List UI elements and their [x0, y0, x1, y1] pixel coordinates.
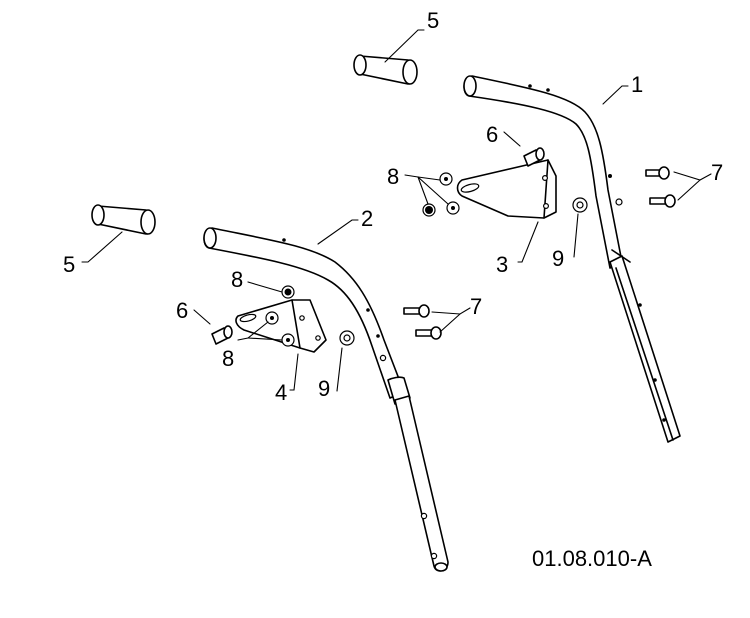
callout-3: 3	[496, 252, 508, 277]
callout-9-right: 9	[552, 246, 564, 271]
bolt-left-lower	[415, 326, 442, 340]
callout-1: 1	[631, 72, 643, 97]
bolt-left-upper	[403, 304, 430, 318]
bracket-right	[456, 159, 557, 219]
grip-sleeve-top	[353, 54, 418, 85]
callout-2: 2	[361, 206, 373, 231]
screw-right	[523, 147, 545, 167]
callout-9-left: 9	[318, 376, 330, 401]
spacer-right	[572, 197, 588, 213]
callout-4: 4	[275, 380, 287, 405]
callout-7-right: 7	[711, 160, 723, 185]
bracket-left	[235, 299, 327, 353]
callout-8-right: 8	[387, 164, 399, 189]
screw-left	[211, 325, 233, 345]
callout-7-left: 7	[470, 294, 482, 319]
handle-tube-left	[203, 227, 449, 572]
callout-5-left: 5	[63, 252, 75, 277]
callout-8-left-bottom: 8	[222, 346, 234, 371]
nut-washers-right	[422, 172, 460, 217]
callout-6-right: 6	[486, 122, 498, 147]
callout-6-left: 6	[176, 298, 188, 323]
nut-washers-left	[265, 285, 295, 347]
callout-8-left-top: 8	[231, 267, 243, 292]
spacer-left	[339, 330, 355, 346]
leader-lines	[81, 29, 712, 392]
callout-5-top: 5	[427, 8, 439, 33]
handle-tube-right	[463, 75, 681, 443]
callout-labels: 1 2 3 4 5 5 6 6 7 7 8 8 8 9 9	[63, 8, 723, 405]
bolt-right-upper	[645, 166, 670, 180]
grip-sleeve-left	[91, 204, 156, 235]
drawing-reference-number: 01.08.010-A	[532, 546, 652, 571]
bolt-right-lower	[649, 194, 676, 208]
